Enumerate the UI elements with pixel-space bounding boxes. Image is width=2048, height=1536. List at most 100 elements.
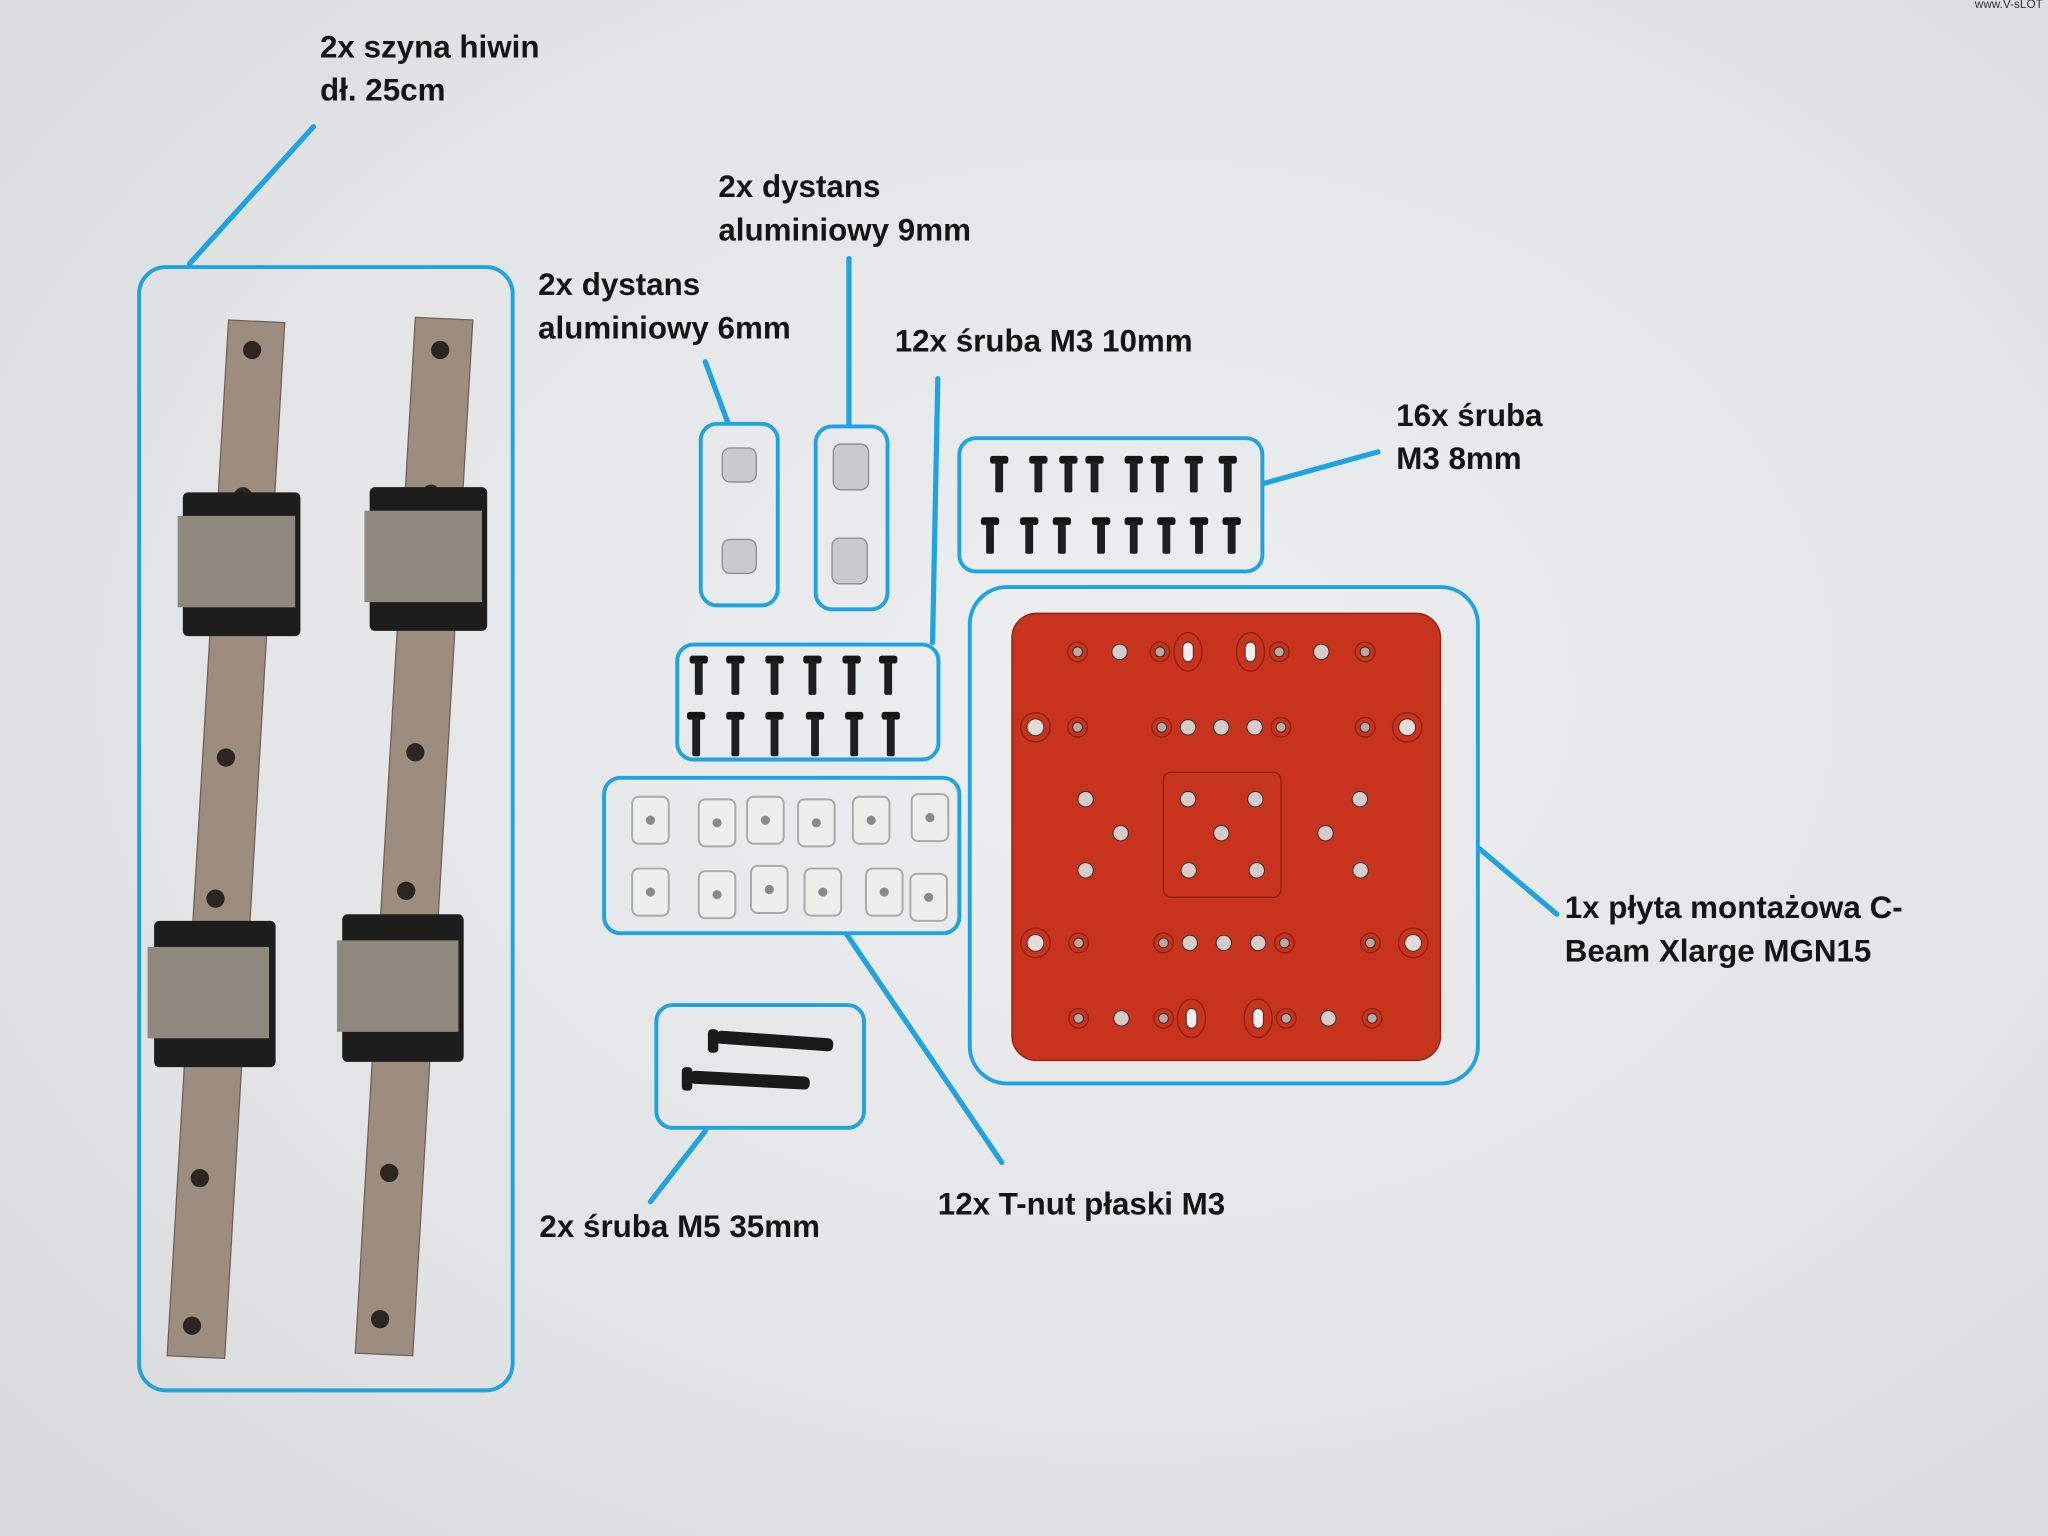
screw [1150, 455, 1169, 493]
screw [980, 517, 1000, 554]
screw [1222, 517, 1241, 554]
plate-hole [1179, 719, 1197, 736]
plate-hole [1213, 824, 1230, 842]
plate-slot [1235, 631, 1266, 672]
watermark: www.V-sLOT [1974, 0, 2043, 11]
plate-hole [1351, 790, 1369, 808]
screw [842, 655, 861, 695]
plate-hole [1317, 824, 1334, 842]
plate-hole [1067, 716, 1089, 738]
spacers [721, 443, 870, 585]
label-line: aluminiowy 9mm [718, 212, 971, 249]
screw [726, 711, 745, 757]
screw-m5-box [654, 1003, 866, 1130]
plate-hole [1248, 862, 1265, 879]
plate-hole [1111, 643, 1128, 661]
plate-center-square [1162, 771, 1282, 899]
plate-hole [1181, 934, 1199, 952]
tnut-callout-line [843, 931, 1005, 1166]
screw [1124, 517, 1143, 554]
plate-hole [1068, 1007, 1090, 1029]
tnut-box [602, 775, 962, 936]
label-spacer-6mm: 2x dystans aluminiowy 6mm [538, 264, 791, 350]
screw [1218, 455, 1237, 493]
plate-slot [1243, 998, 1273, 1039]
rails-box [137, 265, 515, 1393]
screw [803, 655, 822, 695]
t-nut [750, 864, 789, 914]
label-screw-m3-8mm: 16x śruba M3 8mm [1396, 394, 1542, 480]
screw [805, 711, 825, 757]
plate-hole [1273, 932, 1295, 954]
plate-slot [1173, 631, 1203, 672]
plate-hole [1020, 927, 1051, 959]
plate-hole [1077, 790, 1094, 808]
plate-hole [1397, 927, 1429, 959]
label-line: 2x szyna hiwin [319, 30, 540, 66]
t-nut [746, 795, 785, 845]
screw [1189, 517, 1209, 554]
spacer-6mm-box [698, 421, 780, 608]
t-nut [909, 872, 948, 922]
plate-slot [1176, 998, 1207, 1039]
screw [765, 655, 784, 695]
label-screw-m5: 2x śruba M5 35mm [539, 1209, 820, 1245]
plate-hole [1067, 641, 1089, 663]
plate-hole [1352, 862, 1369, 879]
screw [1124, 455, 1143, 493]
screw [1052, 517, 1072, 554]
t-nut [864, 867, 904, 917]
screw [881, 711, 900, 757]
plate-hole [1112, 824, 1129, 842]
plate-callout-line [1477, 846, 1560, 917]
screw [990, 455, 1009, 493]
plate-hole [1068, 932, 1090, 954]
label-line: 1x płyta montażowa C- [1564, 890, 1903, 927]
m5-callout-line [647, 1128, 708, 1205]
plate-box [967, 585, 1480, 1086]
label-tnut: 12x T-nut płaski M3 [937, 1187, 1226, 1223]
plate-hole [1391, 711, 1423, 743]
screw [1091, 517, 1111, 554]
screw [689, 655, 708, 695]
label-line: aluminiowy 6mm [538, 310, 791, 347]
plate-hole [1113, 1010, 1130, 1027]
plate-hole [1179, 790, 1197, 808]
plate-hole [1354, 641, 1376, 663]
plate-hole [1268, 641, 1290, 663]
label-rails: 2x szyna hiwin dł. 25cm [320, 26, 540, 112]
t-nut [631, 795, 670, 845]
plate-hole [1151, 716, 1173, 738]
plate-hole [1361, 1007, 1383, 1029]
t-nut [910, 793, 950, 843]
plate-hole [1149, 641, 1171, 663]
label-line: 2x dystans [718, 169, 881, 206]
t-nuts [631, 793, 950, 922]
screw [1029, 455, 1048, 493]
screw [765, 711, 784, 757]
plate-hole [1270, 716, 1292, 738]
label-plate: 1x płyta montażowa C- Beam Xlarge MGN15 [1565, 887, 1903, 973]
plate-hole [1213, 719, 1230, 736]
screw [1085, 455, 1104, 493]
spacer6-callout-line [702, 359, 731, 425]
t-nut [851, 795, 891, 845]
screw-m3-8mm-box [957, 436, 1265, 574]
label-screw-m3-10mm: 12x śruba M3 10mm [894, 323, 1193, 360]
spacer-9mm-box [813, 424, 890, 612]
plate-hole [1152, 1007, 1174, 1029]
t-nut [697, 870, 737, 920]
linear-rails [147, 316, 488, 1360]
plate-hole [1180, 862, 1197, 879]
screw [845, 711, 864, 757]
rails-callout-line [186, 124, 317, 267]
plate-hole [1247, 790, 1264, 808]
m5-screws [681, 1029, 834, 1091]
plate-hole [1152, 932, 1174, 954]
label-line: dł. 25cm [319, 73, 446, 109]
label-line: 2x dystans [538, 267, 701, 304]
label-line: Beam Xlarge MGN15 [1564, 933, 1872, 970]
t-nut [631, 867, 670, 917]
